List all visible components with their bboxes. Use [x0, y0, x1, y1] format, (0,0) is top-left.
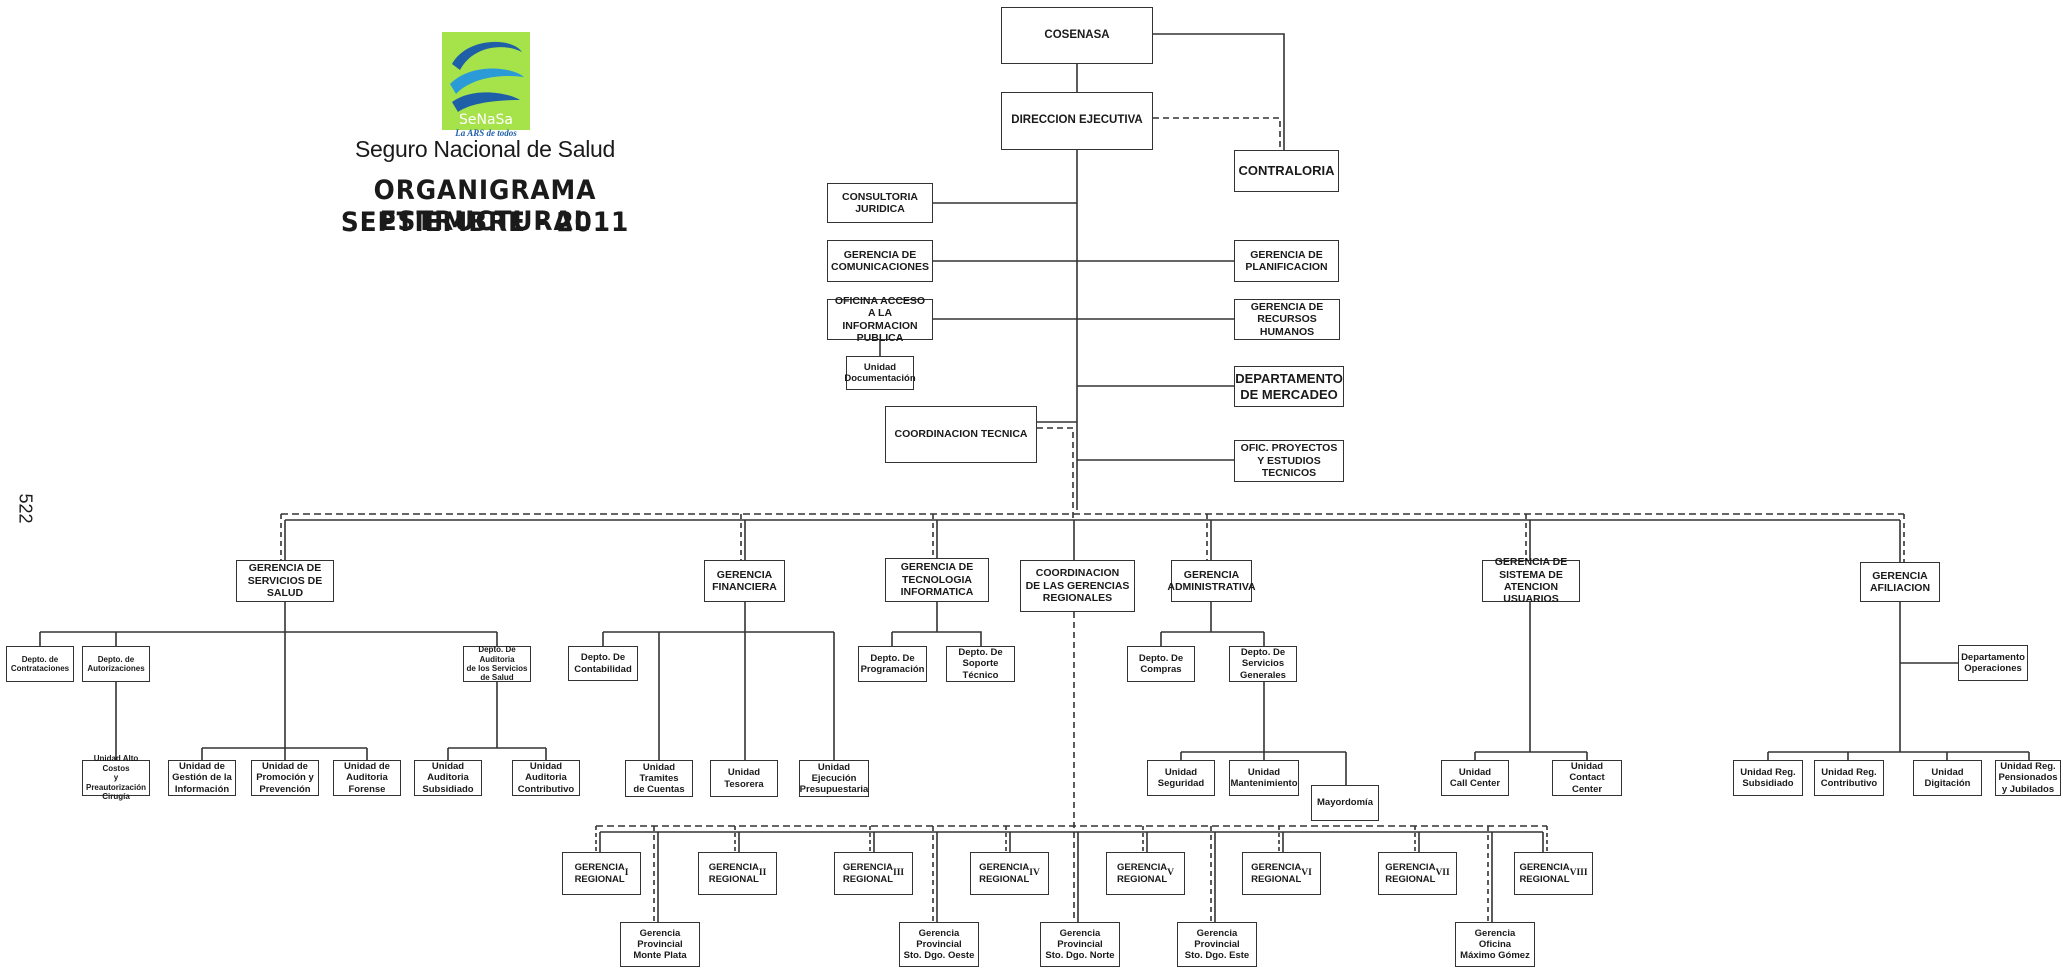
- depto-compras-box: Depto. De Compras: [1127, 646, 1195, 682]
- unidad-promocion-prevencion-box: Unidad de Promoción y Prevención: [251, 760, 319, 796]
- contraloria-box: CONTRALORIA: [1234, 150, 1339, 192]
- logo-tagline: La ARS de todos: [455, 128, 517, 138]
- gerencia-financiera-box: GERENCIA FINANCIERA: [704, 560, 785, 602]
- senasa-logo: SeNaSa: [442, 32, 530, 130]
- depto-servicios-generales-box: Depto. De Servicios Generales: [1229, 646, 1297, 682]
- oficina-acceso-informacion-box: OFICINA ACCESO A LA INFORMACION PUBLICA: [827, 295, 933, 344]
- regional-number: IV: [1029, 867, 1040, 878]
- cosenasa-box: COSENASA: [1001, 7, 1153, 64]
- regional-label: GERENCIA REGIONAL: [574, 862, 625, 885]
- gerencia-recursos-humanos-box: GERENCIA DE RECURSOS HUMANOS: [1234, 299, 1340, 340]
- page-number: 522: [15, 493, 36, 524]
- regional-number: VII: [1435, 867, 1450, 878]
- regional-label: GERENCIA REGIONAL: [1251, 862, 1302, 885]
- gerencia-provincial-norte-box: Gerencia Provincial Sto. Dgo. Norte: [1040, 922, 1120, 967]
- regional-label: GERENCIA REGIONAL: [1519, 862, 1570, 885]
- unidad-auditoria-forense-box: Unidad de Auditoria Forense: [333, 760, 401, 796]
- unidad-mantenimiento-box: Unidad Mantenimiento: [1229, 760, 1299, 796]
- unidad-seguridad-box: Unidad Seguridad: [1147, 760, 1215, 796]
- unidad-gestion-informacion-box: Unidad de Gestión de la Información: [168, 760, 236, 796]
- regional-number: III: [893, 867, 905, 878]
- departamento-mercadeo-box: DEPARTAMENTO DE MERCADEO: [1234, 366, 1344, 407]
- unidad-tesorera-box: Unidad Tesorera: [710, 760, 778, 797]
- regional-label: GERENCIA REGIONAL: [708, 862, 759, 885]
- swoosh-icon: [450, 41, 524, 112]
- depto-contabilidad-box: Depto. De Contabilidad: [568, 646, 638, 681]
- gerencia-atencion-usuarios-box: GERENCIA DE SISTEMA DE ATENCION USUARIOS: [1482, 556, 1580, 605]
- regional-number: II: [758, 867, 767, 878]
- gerencia-planificacion-box: GERENCIA DE PLANIFICACION: [1234, 240, 1339, 282]
- gerencia-oficina-maximo-gomez-box: Gerencia Oficina Máximo Gómez: [1455, 922, 1535, 967]
- unidad-ejecucion-presupuestaria-box: Unidad Ejecución Presupuestaria: [799, 760, 869, 797]
- unidad-tramites-cuentas-box: Unidad Tramites de Cuentas: [625, 760, 693, 797]
- unidad-reg-contributivo-box: Unidad Reg. Contributivo: [1814, 760, 1884, 796]
- unidad-auditoria-contributivo-box: Unidad Auditoria Contributivo: [512, 760, 580, 796]
- regional-label: GERENCIA REGIONAL: [1385, 862, 1436, 885]
- gerencia-provincial-monte-plata-box: Gerencia Provincial Monte Plata: [620, 922, 700, 967]
- unidad-digitacion-box: Unidad Digitación: [1913, 760, 1982, 796]
- org-name: Seguro Nacional de Salud: [354, 136, 616, 162]
- gerencia-servicios-salud-box: GERENCIA DE SERVICIOS DE SALUD: [236, 560, 334, 602]
- gerencia-tecnologia-box: GERENCIA DE TECNOLOGIA INFORMATICA: [885, 558, 989, 602]
- regional-label: GERENCIA REGIONAL: [979, 862, 1030, 885]
- regional-number: VI: [1301, 867, 1312, 878]
- unidad-call-center-box: Unidad Call Center: [1441, 760, 1509, 796]
- mayordomia-box: Mayordomía: [1311, 785, 1379, 821]
- page-date: SEPTIEMBRE - 2011: [340, 207, 630, 238]
- regional-number: VIII: [1569, 867, 1588, 878]
- unidad-auditoria-subsidiado-box: Unidad Auditoria Subsidiado: [414, 760, 482, 796]
- gerencia-comunicaciones-box: GERENCIA DE COMUNICACIONES: [827, 240, 933, 282]
- regional-number: I: [624, 867, 629, 878]
- gerencia-afiliacion-box: GERENCIA AFILIACION: [1860, 562, 1940, 602]
- depto-soporte-tecnico-box: Depto. De Soporte Técnico: [946, 646, 1015, 682]
- departamento-operaciones-box: Departamento Operaciones: [1958, 645, 2028, 681]
- regional-label: GERENCIA REGIONAL: [842, 862, 894, 885]
- gerencia-provincial-este-box: Gerencia Provincial Sto. Dgo. Este: [1177, 922, 1257, 967]
- coordinacion-gerencias-regionales-box: COORDINACION DE LAS GERENCIAS REGIONALES: [1020, 560, 1135, 612]
- unidad-contact-center-box: Unidad Contact Center: [1552, 760, 1622, 796]
- page-title: ORGANIGRAMA ESTRUCTURAL: [373, 175, 597, 237]
- unidad-alto-costos-box: Unidad Alto Costos y Preautorización Cir…: [82, 754, 150, 801]
- depto-auditoria-servicios-box: Depto. De Auditoria de los Servicios de …: [463, 645, 531, 682]
- gerencia-provincial-oeste-box: Gerencia Provincial Sto. Dgo. Oeste: [899, 922, 979, 967]
- regional-label: GERENCIA REGIONAL: [1116, 862, 1168, 885]
- depto-autorizaciones-box: Depto. de Autorizaciones: [82, 646, 150, 682]
- unidad-reg-subsidiado-box: Unidad Reg. Subsidiado: [1733, 760, 1803, 796]
- consultoria-juridica-box: CONSULTORIA JURIDICA: [827, 183, 933, 223]
- gerencia-administrativa-box: GERENCIA ADMINISTRATIVA: [1167, 560, 1256, 602]
- unidad-documentacion-box: Unidad Documentación: [844, 356, 916, 390]
- regional-number: V: [1167, 867, 1175, 878]
- depto-programacion-box: Depto. De Programación: [858, 646, 927, 682]
- unidad-reg-pensionados-box: Unidad Reg. Pensionados y Jubilados: [1995, 760, 2061, 796]
- depto-contrataciones-box: Depto. de Contrataciones: [6, 646, 74, 682]
- direccion-ejecutiva-box: DIRECCION EJECUTIVA: [1001, 92, 1153, 150]
- oficina-proyectos-box: OFIC. PROYECTOS Y ESTUDIOS TECNICOS: [1234, 440, 1344, 482]
- coordinacion-tecnica-box: COORDINACION TECNICA: [885, 406, 1037, 463]
- logo-name: SeNaSa: [458, 112, 514, 128]
